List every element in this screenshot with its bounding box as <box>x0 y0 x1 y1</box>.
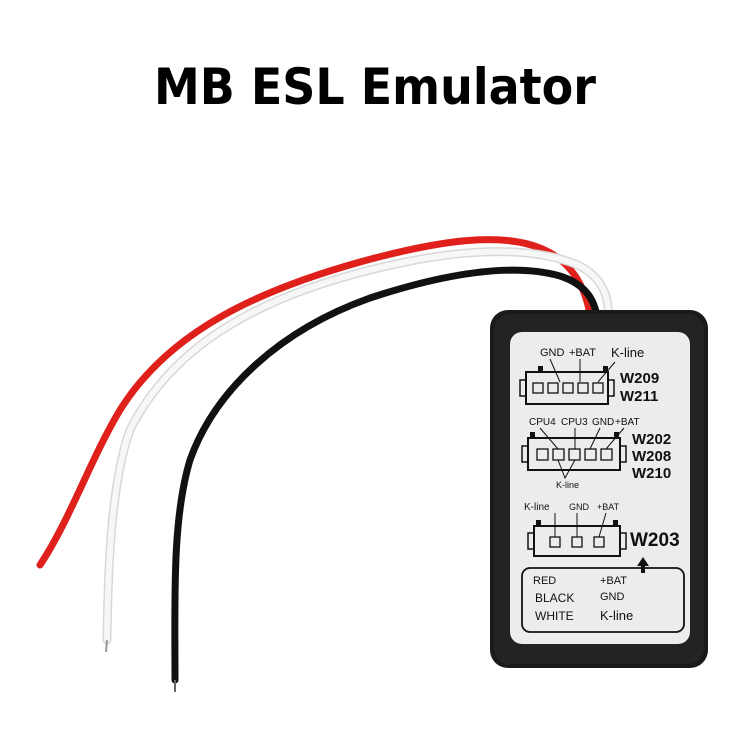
pin-label: K-line <box>524 502 550 513</box>
pin-label: CPU4 <box>529 417 556 428</box>
pin-label: GND <box>540 347 565 359</box>
pin-label: K-line <box>611 345 644 360</box>
model-label: W210 <box>632 465 671 482</box>
model-label: W202 <box>632 431 671 448</box>
page-title: MB ESL Emulator <box>154 58 596 116</box>
connector-2: CPU4 CPU3 GND +BAT K-line W202 W208 W210 <box>521 417 671 490</box>
legend-signal: GND <box>600 591 625 603</box>
pin-label: K-line <box>556 480 579 490</box>
pin-label: +BAT <box>569 347 596 359</box>
black-wire <box>171 266 601 684</box>
legend-color: RED <box>533 575 556 587</box>
model-label: W208 <box>632 448 671 465</box>
model-label: W211 <box>620 388 658 405</box>
pin-label: CPU3 <box>561 417 588 428</box>
legend-signal: +BAT <box>600 575 627 587</box>
legend-color: BLACK <box>535 591 574 605</box>
red-wire <box>36 236 594 569</box>
wires <box>36 236 613 692</box>
pin-label: +BAT <box>597 502 620 512</box>
wire-legend: RED +BAT BLACK GND WHITE K-line <box>521 567 685 633</box>
pin-label: GND <box>569 502 590 512</box>
white-wire-fill <box>104 248 612 643</box>
model-label: W203 <box>630 530 680 551</box>
legend-signal: K-line <box>600 608 633 623</box>
connector-3: K-line GND +BAT W203 <box>524 502 680 573</box>
legend-color: WHITE <box>535 609 574 623</box>
pin-label: +BAT <box>615 417 640 428</box>
pin-label: GND <box>592 417 614 428</box>
connector-1: GND +BAT K-line W209 W211 <box>519 345 659 405</box>
model-label: W209 <box>620 370 659 387</box>
